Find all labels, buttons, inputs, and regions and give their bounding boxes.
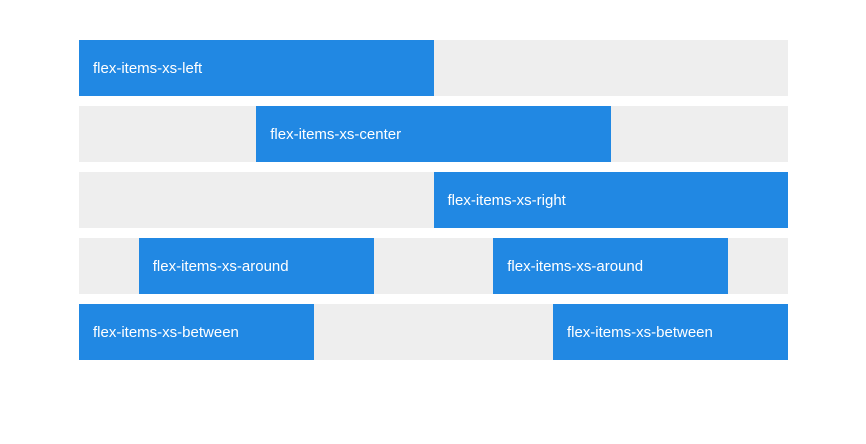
flexbox-justify-demo: flex-items-xs-left flex-items-xs-center …	[79, 40, 788, 360]
flex-item-around-1: flex-items-xs-around	[138, 238, 374, 294]
flex-row-center: flex-items-xs-center	[79, 106, 788, 162]
flex-row-around: flex-items-xs-around flex-items-xs-aroun…	[79, 238, 788, 294]
flex-row-right: flex-items-xs-right	[79, 172, 788, 228]
flex-item-between-2: flex-items-xs-between	[552, 304, 788, 360]
flex-row-left: flex-items-xs-left	[79, 40, 788, 96]
flex-row-between: flex-items-xs-between flex-items-xs-betw…	[79, 304, 788, 360]
flex-item-center: flex-items-xs-center	[256, 106, 611, 162]
flex-item-right: flex-items-xs-right	[433, 172, 788, 228]
flex-item-around-2: flex-items-xs-around	[493, 238, 729, 294]
flex-item-left: flex-items-xs-left	[79, 40, 434, 96]
flex-item-between-1: flex-items-xs-between	[79, 304, 315, 360]
